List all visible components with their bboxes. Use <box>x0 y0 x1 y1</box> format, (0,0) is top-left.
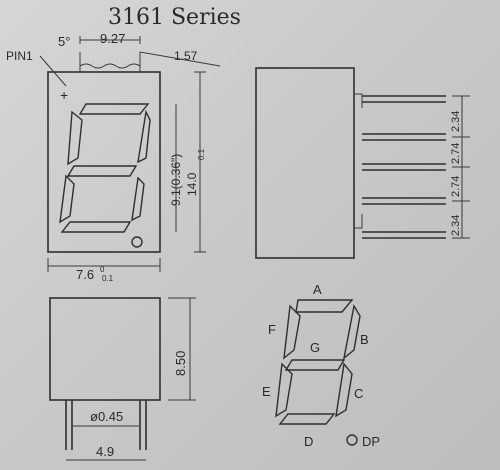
side-body-outline <box>255 67 355 259</box>
front-seg-g <box>66 165 138 177</box>
dim-angle-label: 5° <box>58 34 70 49</box>
dim-body-height-label: 14.0 <box>185 172 199 196</box>
dim-pitch-lines <box>452 95 470 239</box>
front-seg-d <box>60 221 132 233</box>
pin1-leader <box>39 55 67 87</box>
seg-e <box>275 362 293 418</box>
side-pin-1 <box>362 95 446 103</box>
seg-label-e: E <box>262 384 271 399</box>
dim-body-height <box>194 71 206 253</box>
bottom-pins <box>65 400 147 450</box>
pin1-marker: + <box>60 87 68 103</box>
front-view: 9.27 1.57 5° PIN1 + 9.1(0.36") 14.0 0.1 … <box>6 31 221 283</box>
seg-b <box>342 304 361 360</box>
bottom-body-outline <box>49 297 161 401</box>
side-body-step <box>354 93 363 229</box>
front-top-wave <box>79 63 141 69</box>
dim-offset-leader <box>139 51 221 67</box>
side-pin-4 <box>362 197 446 205</box>
side-pins <box>362 95 446 239</box>
segment-diagram: A F B G E C D DP <box>262 282 380 449</box>
dim-pin-spacing-label: 4.9 <box>96 444 114 459</box>
seg-g <box>284 359 346 371</box>
dim-pitch-4: 2.34 <box>450 215 462 236</box>
side-pin-5 <box>362 231 446 239</box>
dim-offset-label: 1.57 <box>174 49 198 63</box>
dim-bottom-height-label: 8.50 <box>173 351 188 376</box>
dim-bottom-height <box>168 297 196 401</box>
front-seg-f <box>67 110 83 166</box>
pin1-label: PIN1 <box>6 49 33 63</box>
seg-label-c: C <box>354 386 363 401</box>
dim-body-width <box>47 258 161 272</box>
front-seg-e <box>59 174 75 224</box>
dim-pitch-3: 2.74 <box>450 176 462 197</box>
seg-d <box>278 413 336 425</box>
side-pin-3 <box>362 163 446 171</box>
dim-top-width-label: 9.27 <box>100 31 125 46</box>
seg-label-a: A <box>313 282 322 297</box>
drawing-title: 3161 Series <box>108 5 241 30</box>
dim-body-width-tol-upper: 0 <box>100 265 105 274</box>
front-seg-c <box>131 176 145 222</box>
dim-pitch-2: 2.74 <box>450 143 462 164</box>
dim-body-width-tol: 0.1 <box>102 274 114 283</box>
side-view: 2.34 2.74 2.74 2.34 <box>255 67 470 259</box>
seg-label-dp: DP <box>362 434 380 449</box>
seg-c <box>335 362 353 418</box>
seg-a <box>295 299 354 313</box>
seg-label-g: G <box>310 340 320 355</box>
dim-pitch-1: 2.34 <box>450 111 462 132</box>
seg-label-d: D <box>304 434 313 449</box>
front-dp-dot <box>131 236 143 248</box>
side-pin-2 <box>362 133 446 141</box>
dim-pin-diameter-label: ø0.45 <box>90 409 123 424</box>
front-digit <box>59 103 151 248</box>
dim-body-height-tol: 0.1 <box>197 148 206 160</box>
front-seg-b <box>137 109 151 164</box>
seg-f <box>283 304 301 360</box>
dim-top-width <box>79 36 141 44</box>
dim-digit-height-label: 9.1(0.36") <box>169 154 183 206</box>
bottom-view: 8.50 ø0.45 4.9 <box>49 297 196 461</box>
dim-body-width-label: 7.6 <box>76 267 94 282</box>
front-pin-guides <box>79 52 141 72</box>
front-body-outline <box>47 71 161 253</box>
seg-dp <box>346 434 358 446</box>
seg-label-b: B <box>360 332 369 347</box>
seg-label-f: F <box>268 322 276 337</box>
front-seg-a <box>78 103 150 115</box>
